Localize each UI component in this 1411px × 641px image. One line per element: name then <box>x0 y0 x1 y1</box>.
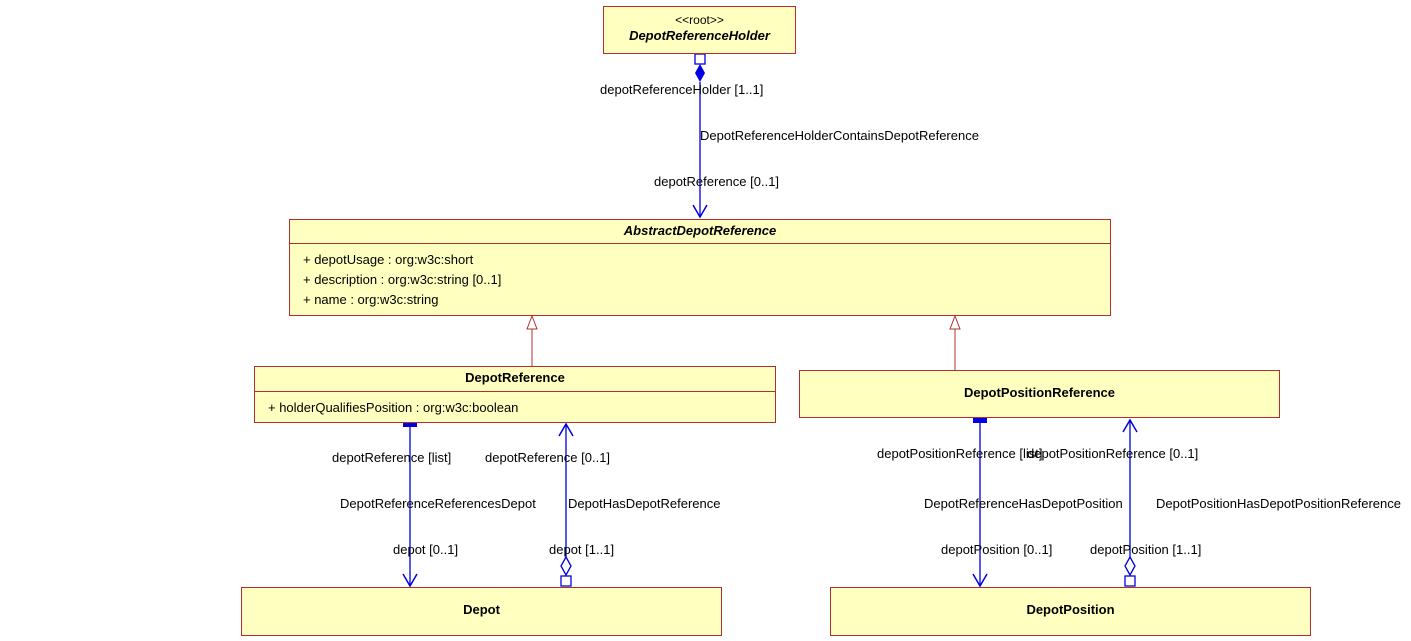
attribute-name: + name : org:w3c:string <box>303 292 439 307</box>
navigation-arrow-icon <box>692 204 708 219</box>
class-name: DepotPosition <box>1026 602 1115 617</box>
stereotype-label: <<root>> <box>675 13 724 27</box>
attribute-depot-usage: + depotUsage : org:w3c:short <box>303 252 474 267</box>
holder-contains-connector[interactable] <box>692 53 708 219</box>
ref-has-position-connector[interactable] <box>972 418 988 588</box>
association-name: DepotReferenceReferencesDepot <box>340 496 536 511</box>
association-name: DepotHasDepotReference <box>568 496 721 511</box>
generalization-depot-reference[interactable] <box>526 314 538 366</box>
compartment-divider <box>290 243 1110 244</box>
class-name: Depot <box>463 602 500 617</box>
association-end-bar-icon <box>973 418 987 423</box>
association-name: DepotReferenceHasDepotPosition <box>924 496 1123 511</box>
inheritance-triangle-icon <box>949 314 961 330</box>
role-label-source: depotReference [0..1] <box>485 450 611 465</box>
class-name: DepotReferenceHolder <box>629 28 770 43</box>
position-has-posref-connector[interactable] <box>1122 418 1138 587</box>
class-name: AbstractDepotReference <box>623 223 777 238</box>
class-depot-reference[interactable]: DepotReference + holderQualifiesPosition… <box>254 366 776 423</box>
ref-references-depot-connector[interactable] <box>402 422 418 588</box>
composition-diamond-icon <box>695 64 705 82</box>
role-label-source: depotReference [list] <box>332 450 452 465</box>
role-label-target: depot [1..1] <box>549 542 615 557</box>
association-name: DepotReferenceHolderContainsDepotReferen… <box>700 128 979 143</box>
role-label-source: depotPositionReference [list] <box>877 446 1043 461</box>
port-square-icon <box>1124 575 1136 587</box>
generalization-depot-position-reference[interactable] <box>949 314 961 370</box>
class-abstract-depot-reference[interactable]: AbstractDepotReference + depotUsage : or… <box>289 219 1111 316</box>
class-depot-reference-holder[interactable]: <<root>> DepotReferenceHolder <box>603 6 796 54</box>
role-label-target: depotReference [0..1] <box>654 174 780 189</box>
navigation-arrow-icon <box>558 422 574 437</box>
inheritance-triangle-icon <box>526 314 538 330</box>
role-label-target: depotPosition [0..1] <box>941 542 1053 557</box>
navigation-arrow-icon <box>402 573 418 588</box>
association-end-bar-icon <box>403 422 417 427</box>
aggregation-diamond-icon <box>1124 555 1136 577</box>
navigation-arrow-icon <box>1122 418 1138 433</box>
compartment-divider <box>255 391 775 392</box>
port-square-icon <box>694 53 706 65</box>
class-depot-position[interactable]: DepotPosition <box>830 587 1311 636</box>
class-depot-position-reference[interactable]: DepotPositionReference <box>799 370 1280 418</box>
role-label-source: depotPositionReference [0..1] <box>1027 446 1199 461</box>
aggregation-diamond-icon <box>560 555 572 577</box>
navigation-arrow-icon <box>972 573 988 588</box>
attribute-description: + description : org:w3c:string [0..1] <box>303 272 502 287</box>
attribute-holder-qualifies-position: + holderQualifiesPosition : org:w3c:bool… <box>268 400 519 415</box>
association-name: DepotPositionHasDepotPositionReference <box>1156 496 1401 511</box>
class-name: DepotPositionReference <box>964 385 1115 400</box>
port-square-icon <box>560 575 572 587</box>
depot-has-ref-connector[interactable] <box>558 422 574 587</box>
role-label-target: depot [0..1] <box>393 542 459 557</box>
role-label-target: depotPosition [1..1] <box>1090 542 1202 557</box>
role-label-source: depotReferenceHolder [1..1] <box>600 82 764 97</box>
class-name: DepotReference <box>465 370 565 385</box>
class-depot[interactable]: Depot <box>241 587 722 636</box>
